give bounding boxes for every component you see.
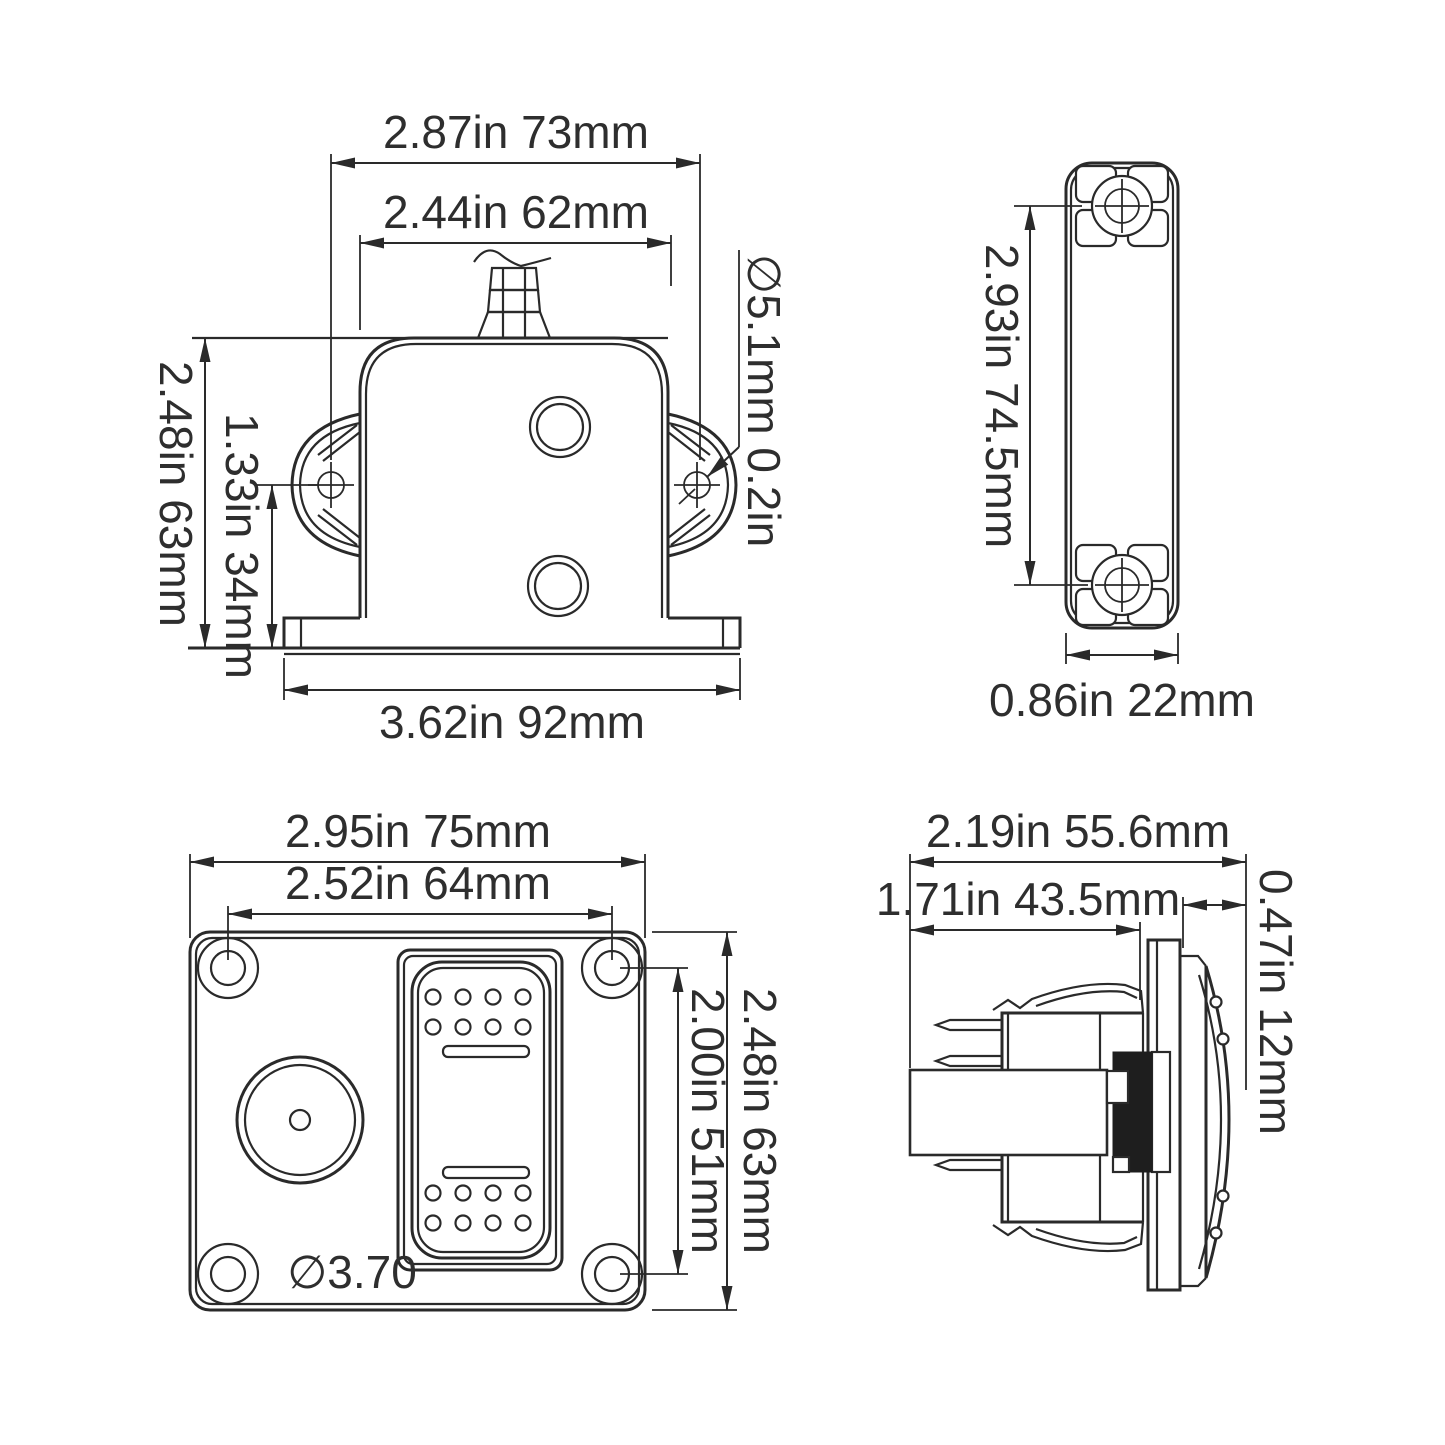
dim-height-label: 2.48in 63mm (150, 361, 202, 627)
right-mounting-ear (667, 412, 738, 558)
base-flange (188, 616, 742, 656)
connector-notch-small (1111, 1155, 1131, 1174)
actuator-housing (908, 1068, 1109, 1157)
dim-front-protrusion-label: 0.47in 12mm (1250, 869, 1302, 1135)
switch-frame (396, 948, 564, 1272)
dim-screw-diameter-label: ∅3.70 (287, 1246, 417, 1298)
rocker-slot-bottom (441, 1165, 531, 1180)
hole-diameter-callout: ∅5.1mm 0.2in (678, 250, 790, 547)
grip-dots-bottom (424, 1184, 532, 1232)
switch-side-part (908, 938, 1231, 1292)
upper-face-hole (528, 395, 592, 459)
rocker-switch (396, 948, 564, 1272)
panel-view: ∅3.70 2.95in 75mm 2.52in 64mm 2.00in 51m… (188, 805, 786, 1312)
panel-part: ∅3.70 (188, 930, 647, 1312)
top-screw-boss (1074, 164, 1170, 248)
front-view: 2.87in 73mm 2.44in 62mm 3.62in 92mm 2.48… (150, 106, 790, 748)
switch-body-lower (1000, 1155, 1143, 1224)
switch-side-dimensions: 2.19in 55.6mm 1.71in 43.5mm 0.47in 12mm (876, 805, 1302, 1135)
front-view-part (188, 249, 742, 656)
rocker-bezel (1180, 954, 1208, 1288)
rocker-face (1197, 965, 1231, 1279)
dim-side-width-label: 0.86in 22mm (989, 674, 1255, 726)
side-profile-outline (1064, 161, 1180, 630)
dim-panel-hole-spacing-label: 2.52in 64mm (285, 857, 551, 909)
side-view-part (1064, 161, 1180, 630)
side-view: 2.93in 74.5mm 0.86in 22mm (976, 161, 1255, 726)
wire (473, 249, 552, 268)
dim-hole-height-label: 1.33in 34mm (216, 413, 268, 679)
round-button (235, 1055, 365, 1185)
dim-base-width-label: 3.62in 92mm (379, 696, 645, 748)
rocker-actuator (410, 960, 552, 1260)
dim-overall-depth-label: 2.19in 55.6mm (926, 805, 1230, 857)
terminal-pins (932, 1018, 1004, 1172)
bracket-body-outline (358, 336, 670, 618)
lower-face-hole (526, 554, 590, 618)
ear-ribs (317, 424, 361, 546)
switch-body-upper (1000, 1011, 1143, 1070)
connector-spacer (1150, 1050, 1172, 1174)
grip-dots-top (424, 988, 532, 1036)
dim-hole-spacing-label: 2.87in 73mm (383, 106, 649, 158)
bottom-screw-boss (1074, 543, 1170, 627)
connector-notch (1105, 1069, 1130, 1105)
front-view-dimensions: 2.87in 73mm 2.44in 62mm 3.62in 92mm 2.48… (150, 106, 790, 748)
panel-dimensions: 2.95in 75mm 2.52in 64mm 2.00in 51mm 2.48… (189, 805, 786, 1311)
dim-side-hole-spacing-label: 2.93in 74.5mm (976, 244, 1028, 548)
panel-outline (188, 930, 647, 1312)
side-view-dimensions: 2.93in 74.5mm 0.86in 22mm (976, 205, 1255, 726)
ear-ribs (667, 424, 711, 546)
button-center-hole (288, 1108, 312, 1132)
switch-side-view: 2.19in 55.6mm 1.71in 43.5mm 0.47in 12mm (876, 805, 1302, 1292)
bracket-body-inner-line (364, 342, 664, 618)
top-clip-arm (992, 982, 1145, 1014)
rocker-slot-top (441, 1044, 531, 1059)
dim-panel-height-label: 2.48in 63mm (734, 988, 786, 1254)
dim-panel-width-label: 2.95in 75mm (285, 805, 551, 857)
dim-body-width-label: 2.44in 62mm (383, 186, 649, 238)
bottom-clip-arm (992, 1221, 1145, 1253)
dim-hole-diameter-label: ∅5.1mm 0.2in (738, 254, 790, 547)
cable-gland (473, 249, 552, 340)
dim-body-depth-label: 1.71in 43.5mm (876, 873, 1180, 925)
